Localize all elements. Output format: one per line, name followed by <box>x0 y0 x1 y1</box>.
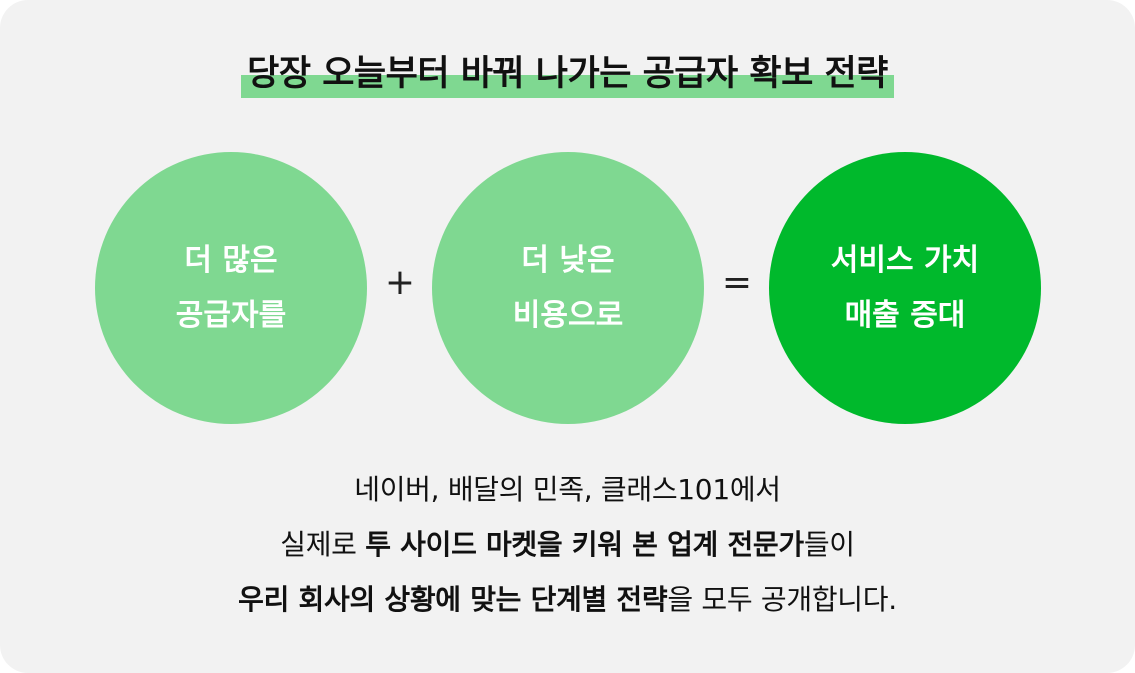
bold-text: 투 사이드 마켓을 키워 본 업계 전문가 <box>365 528 804 561</box>
circle-line: 더 많은 <box>184 243 278 278</box>
description: 네이버, 배달의 민족, 클래스101에서 실제로 투 사이드 마켓을 키워 본… <box>0 462 1135 627</box>
circle-more-suppliers: 더 많은 공급자를 <box>95 152 367 424</box>
description-line-1: 네이버, 배달의 민족, 클래스101에서 <box>354 473 781 506</box>
plus-operator: + <box>384 262 416 303</box>
circle-line: 매출 증대 <box>844 298 966 333</box>
title-wrap: 당장 오늘부터 바꿔 나가는 공급자 확보 전략 <box>0 50 1135 98</box>
circle-value-revenue: 서비스 가치 매출 증대 <box>769 152 1041 424</box>
equals-operator: = <box>721 262 753 303</box>
bold-text: 우리 회사의 상황에 맞는 단계별 전략 <box>238 583 668 616</box>
text: 을 모두 공개합니다. <box>667 583 897 616</box>
text: 들이 <box>803 528 855 561</box>
circle-line: 서비스 가치 <box>830 243 980 278</box>
description-line-3: 우리 회사의 상황에 맞는 단계별 전략을 모두 공개합니다. <box>0 572 1135 627</box>
description-line-2: 실제로 투 사이드 마켓을 키워 본 업계 전문가들이 <box>0 517 1135 572</box>
circle-line: 더 낮은 <box>521 243 615 278</box>
circle-line: 공급자를 <box>175 298 287 333</box>
circle-lower-cost: 더 낮은 비용으로 <box>432 152 704 424</box>
circle-line: 비용으로 <box>512 298 624 333</box>
text: 실제로 <box>280 528 366 561</box>
page-title: 당장 오늘부터 바꿔 나가는 공급자 확보 전략 <box>241 50 894 98</box>
